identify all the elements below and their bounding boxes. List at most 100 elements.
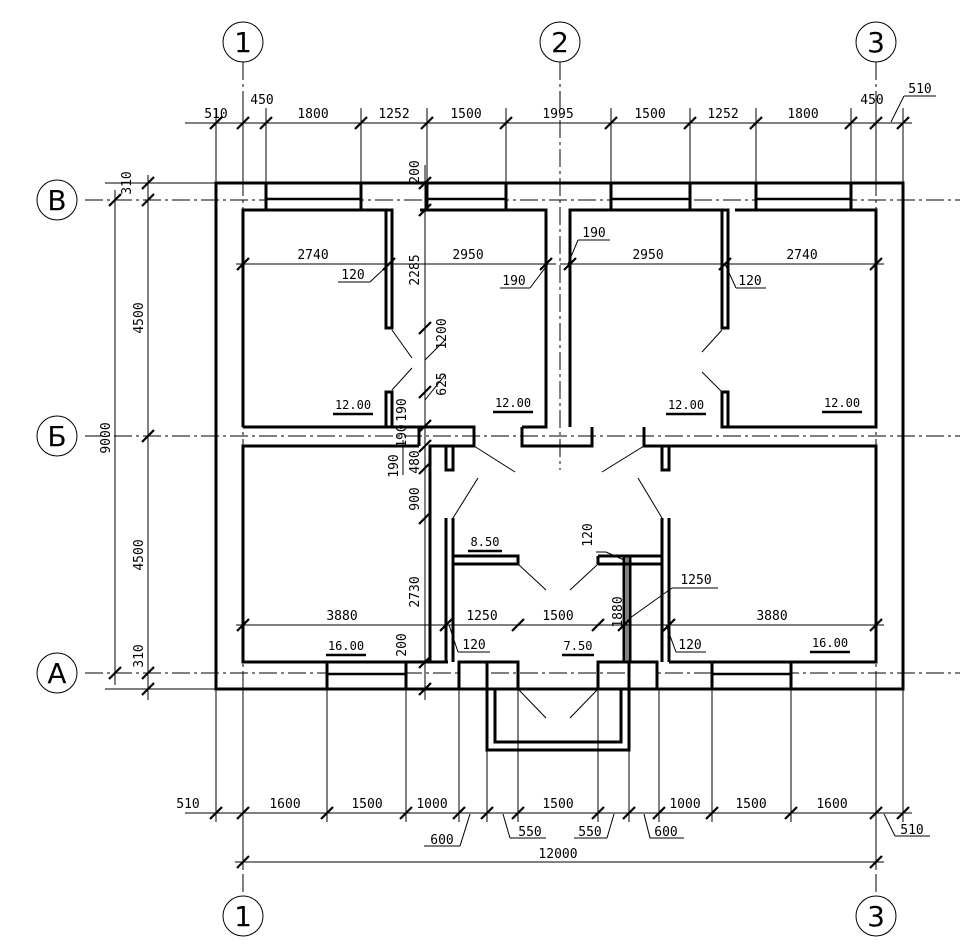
svg-text:1: 1 [234, 900, 252, 933]
svg-text:120: 120 [341, 268, 364, 283]
dim-label: 510 [900, 823, 923, 838]
dim-label: 1800 [297, 107, 328, 122]
dim-label: 600 [430, 833, 453, 848]
axis-bubble-Б: Б [36, 415, 78, 457]
room-area-5: 16.00 [326, 639, 366, 657]
outer-wall [214, 181, 905, 691]
svg-text:2: 2 [551, 26, 569, 59]
dim-label: 1800 [787, 107, 818, 122]
room-area-7: 8.50 [468, 535, 502, 553]
dim-label: 510 [908, 82, 931, 97]
interior-walls [384, 208, 730, 752]
svg-text:480: 480 [408, 450, 423, 473]
dim-label: 1252 [707, 107, 738, 122]
dim-label: 2950 [632, 248, 663, 263]
room-area-6: 16.00 [810, 636, 850, 654]
windows-bottom [325, 660, 793, 691]
windows-top [264, 181, 853, 212]
svg-text:1: 1 [234, 26, 252, 59]
dim-label: 310 [132, 644, 147, 667]
dim-label: 1500 [634, 107, 665, 122]
svg-text:625: 625 [435, 372, 450, 395]
svg-text:120: 120 [581, 523, 596, 546]
axis-bubble-1-top: 1 [222, 21, 264, 63]
svg-text:А: А [47, 657, 66, 690]
svg-text:16.00: 16.00 [812, 636, 848, 650]
svg-text:900: 900 [408, 487, 423, 510]
svg-text:190: 190 [395, 398, 410, 421]
dim-label: 1250 [466, 609, 497, 624]
axis-bubble-B: В [36, 179, 78, 221]
dim-label: 2950 [452, 248, 483, 263]
axis-bubble-1-bottom: 1 [222, 895, 264, 937]
svg-text:120: 120 [738, 274, 761, 289]
axis-bubble-2-top: 2 [539, 21, 581, 63]
svg-text:190: 190 [395, 424, 410, 447]
dim-label: 2740 [786, 248, 817, 263]
dim-label: 1500 [542, 609, 573, 624]
svg-text:200: 200 [395, 633, 410, 656]
svg-text:120: 120 [678, 638, 701, 653]
door-swings [391, 329, 723, 719]
svg-text:2285: 2285 [408, 254, 423, 285]
dim-label: 3880 [756, 609, 787, 624]
dim-label: 450 [250, 93, 273, 108]
dim-label: 1600 [269, 797, 300, 812]
svg-text:12.00: 12.00 [335, 398, 371, 412]
svg-text:16.00: 16.00 [328, 639, 364, 653]
svg-text:2730: 2730 [408, 576, 423, 607]
svg-text:120: 120 [462, 638, 485, 653]
dim-label: 1500 [735, 797, 766, 812]
svg-text:3: 3 [867, 900, 885, 933]
svg-text:190: 190 [387, 454, 402, 477]
room-area-3: 12.00 [666, 398, 706, 416]
svg-text:12.00: 12.00 [668, 398, 704, 412]
dim-label: 310 [120, 171, 135, 194]
dim-label: 12000 [538, 847, 577, 862]
dim-label: 600 [654, 825, 677, 840]
dim-label: 450 [860, 93, 883, 108]
svg-text:190: 190 [582, 226, 605, 241]
dim-label: 1600 [816, 797, 847, 812]
dim-label: 3880 [326, 609, 357, 624]
svg-text:12.00: 12.00 [495, 396, 531, 410]
svg-text:Б: Б [47, 420, 66, 453]
svg-text:3: 3 [867, 26, 885, 59]
partition-dimensions: 200 2285 1200 625 190 190 480 900 2730 2… [387, 160, 718, 700]
room-area-4: 12.00 [822, 396, 862, 414]
axis-bubble-3-bottom: 3 [855, 895, 897, 937]
svg-text:7.50: 7.50 [564, 639, 593, 653]
svg-text:12.00: 12.00 [824, 396, 860, 410]
wall-thickness-leaders: 120 190 190 120 120 120 120 [338, 226, 766, 653]
svg-text:1200: 1200 [435, 318, 450, 349]
dim-label: 1000 [416, 797, 447, 812]
dim-label: 1500 [542, 797, 573, 812]
room-area-1: 12.00 [333, 398, 373, 416]
bottom-dimension-chain: 510 1600 1500 1000 1500 1000 1500 1600 5… [176, 689, 930, 870]
axis-bubble-A: А [36, 652, 78, 694]
svg-text:1250: 1250 [680, 573, 711, 588]
room-dimensions: 2740 2950 2950 2740 3880 1250 1500 3880 [236, 248, 884, 632]
dim-label: 1995 [542, 107, 573, 122]
dim-label: 550 [578, 825, 601, 840]
dim-label: 550 [518, 825, 541, 840]
svg-text:190: 190 [502, 274, 525, 289]
dim-label: 1500 [351, 797, 382, 812]
outer-wall-inner-face [241, 208, 878, 664]
svg-text:200: 200 [408, 160, 423, 183]
dim-label: 2740 [297, 248, 328, 263]
dim-label: 4500 [132, 302, 147, 333]
svg-text:В: В [47, 184, 66, 217]
dim-label: 510 [204, 107, 227, 122]
dim-label: 510 [176, 797, 199, 812]
dim-label: 9000 [99, 422, 114, 453]
svg-text:1880: 1880 [611, 596, 626, 627]
dim-label: 1000 [669, 797, 700, 812]
room-area-8: 7.50 [562, 639, 594, 657]
dim-label: 4500 [132, 539, 147, 570]
axis-bubble-3-top: 3 [855, 21, 897, 63]
left-dimension-chain: 310 4500 4500 310 9000 [99, 171, 216, 700]
top-dimension-chain: 510 450 1800 1252 1500 1995 1500 1252 18… [185, 82, 936, 183]
svg-text:8.50: 8.50 [471, 535, 500, 549]
